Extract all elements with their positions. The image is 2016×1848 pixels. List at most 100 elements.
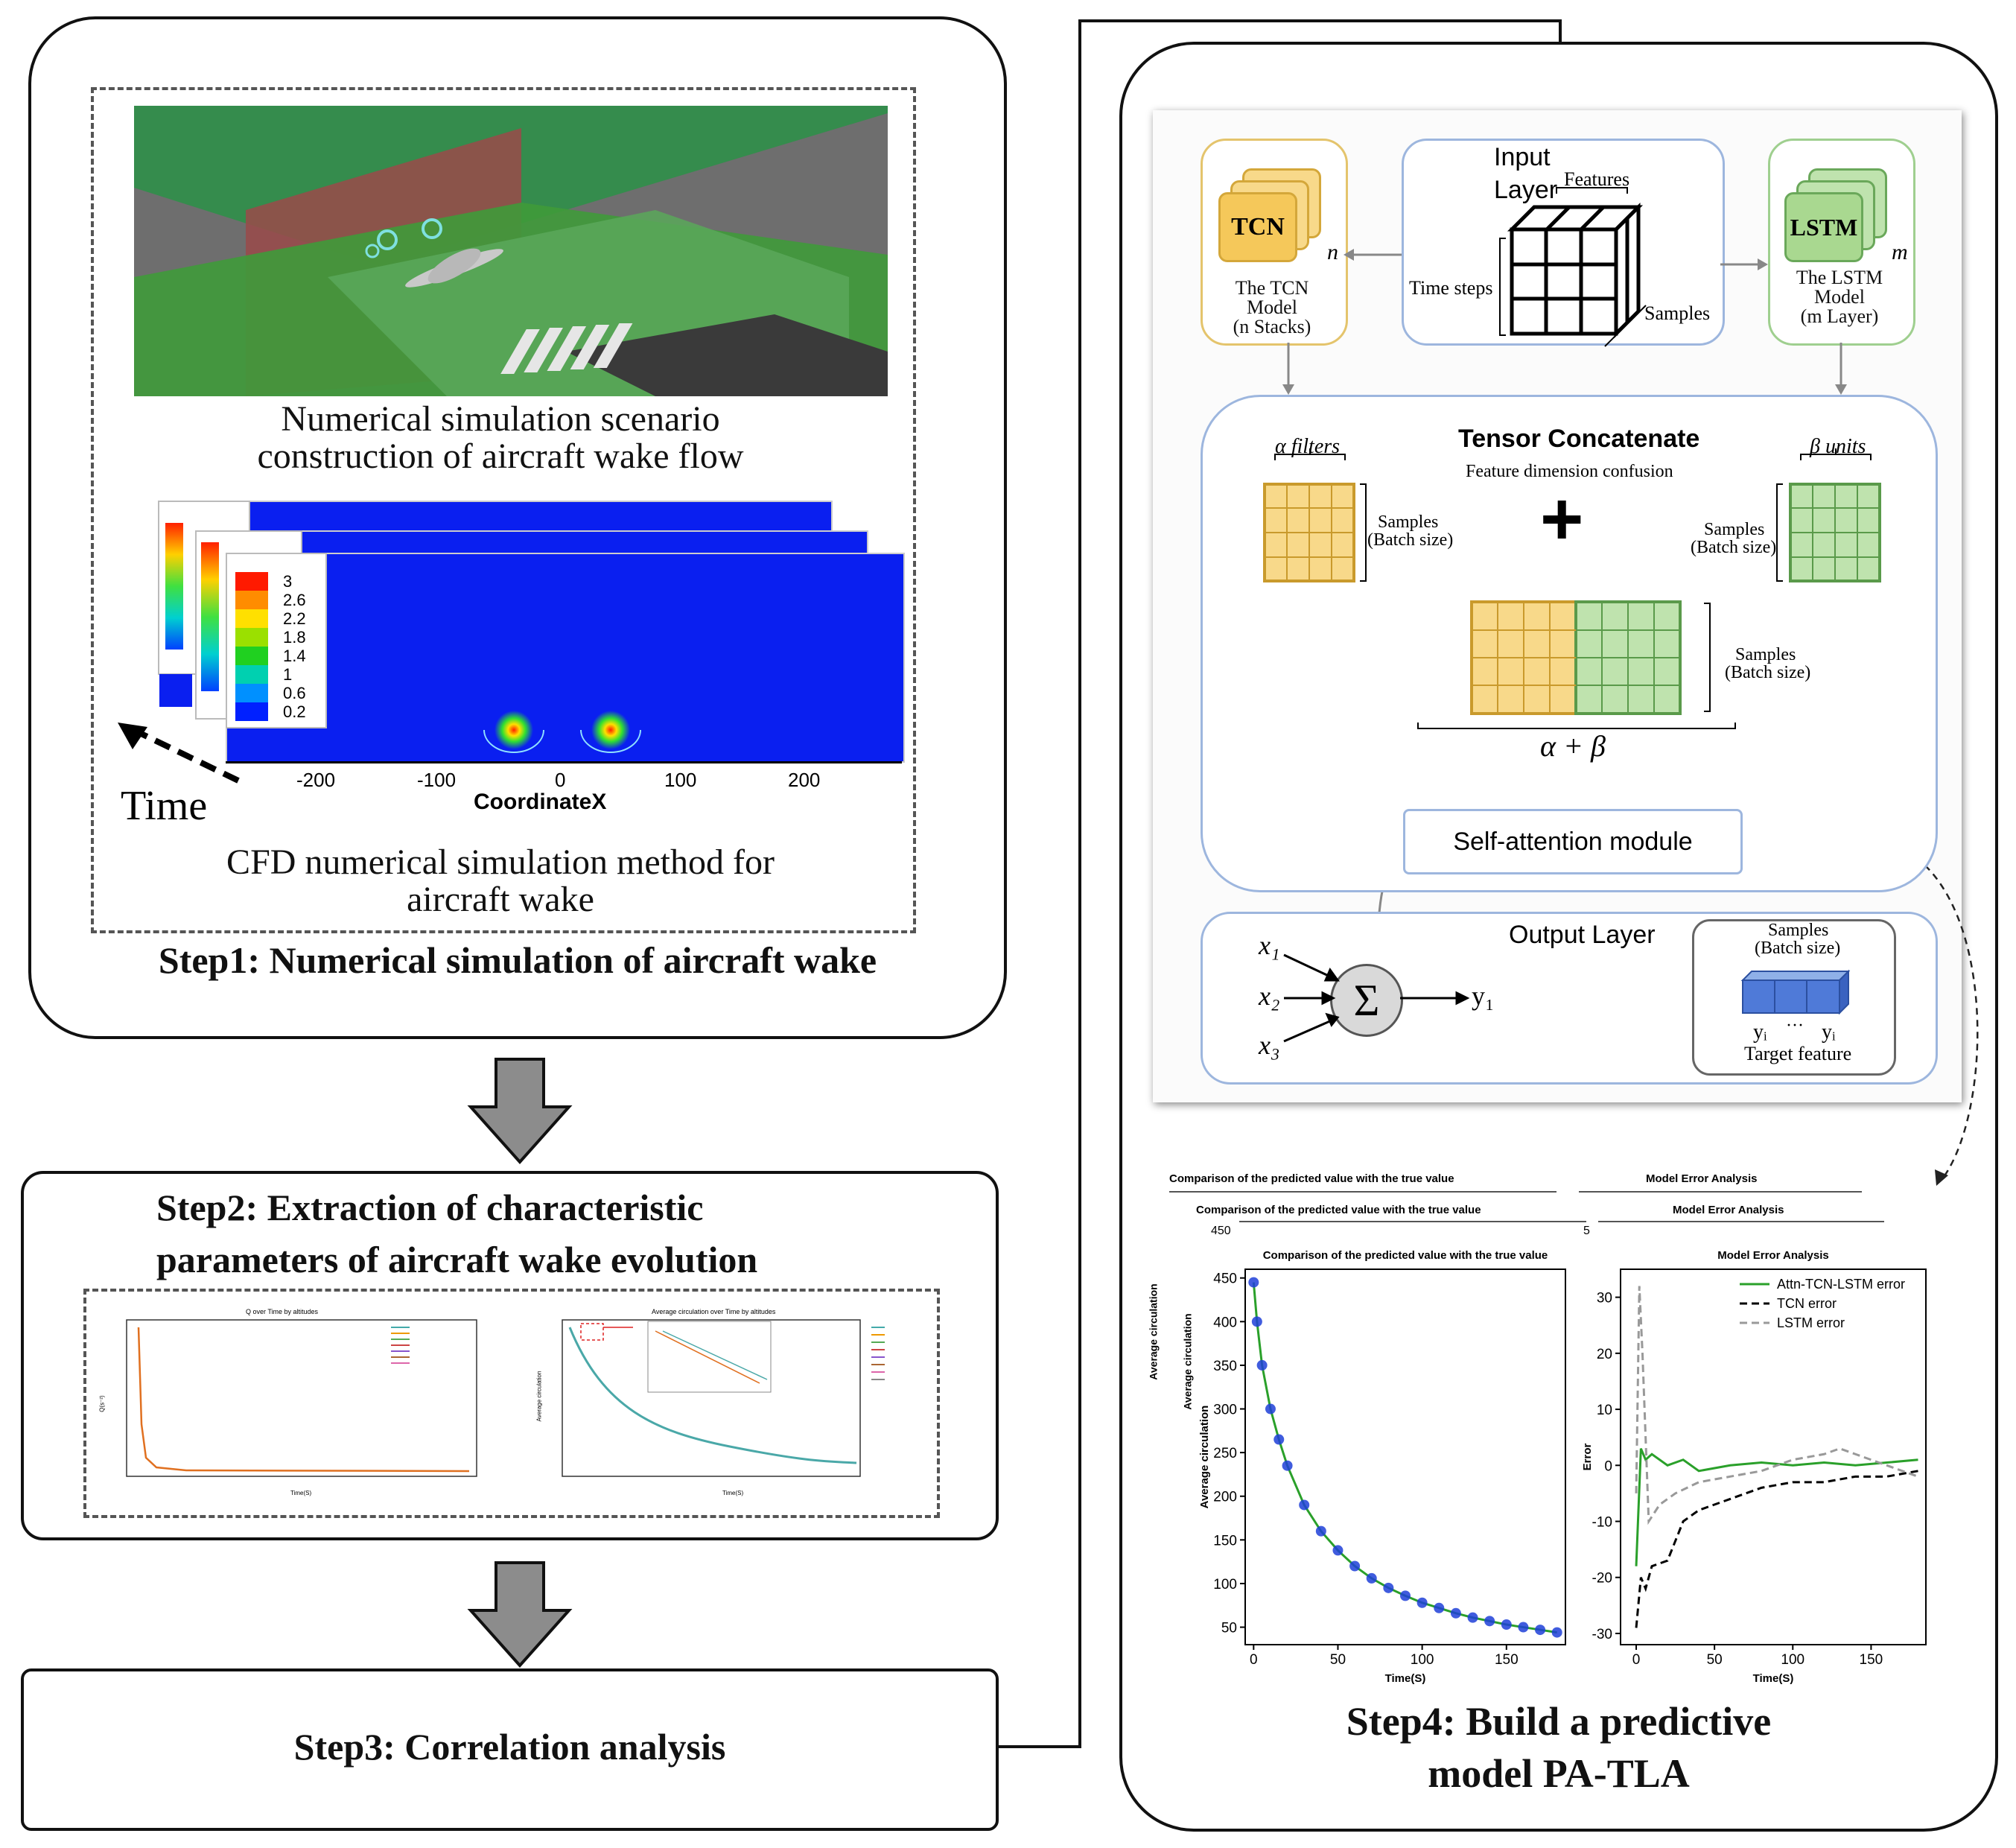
step1-caption-bottom-line1: CFD numerical simulation method for: [226, 842, 775, 882]
input-x3: x₃: [1259, 1030, 1280, 1060]
step1-caption-top-line2: construction of aircraft wake flow: [257, 436, 744, 476]
time-steps-label: Time steps: [1409, 277, 1493, 299]
comparison-chart: Comparison of the predicted value with t…: [1198, 1249, 1566, 1685]
alpha-plus-beta: α + β: [1540, 729, 1606, 763]
time-arrow-icon: [118, 723, 240, 784]
cfd-colorbar-middle-gradient: [201, 542, 219, 691]
alpha-samples-l2: (Batch size): [1367, 530, 1454, 550]
x-axis-label: Time(S): [1385, 1672, 1426, 1685]
lstm-block: LSTM: [1784, 192, 1863, 262]
sum-node: Σ: [1330, 964, 1403, 1037]
tcn-caption-l2: Model: [1247, 296, 1297, 318]
series-line-1: [1635, 1470, 1918, 1628]
target-tensor-icon: [1740, 969, 1851, 1015]
y-tick-label: 50: [1221, 1621, 1237, 1636]
step3-title: Step3: Correlation analysis: [293, 1726, 726, 1768]
series-line-0: [1252, 1282, 1557, 1634]
cfd-colorbar-back-block: [159, 674, 192, 707]
cfd-colorbar-back-gradient: [165, 523, 183, 650]
tcn-block: TCN: [1218, 192, 1297, 262]
q-over-time-chart: [112, 1305, 484, 1491]
x-tick-label: 150: [1860, 1652, 1883, 1668]
feature-confusion-label: Feature dimension confusion: [1466, 462, 1673, 481]
colorbar-value: 0.6: [283, 684, 306, 702]
data-point: [1248, 1277, 1259, 1288]
samples-label: Samples: [1644, 302, 1711, 324]
y-tick-label: 150: [1213, 1533, 1237, 1549]
y-tick-label: -30: [1592, 1627, 1612, 1642]
data-point: [1332, 1545, 1344, 1556]
data-point: [1366, 1572, 1377, 1584]
data-point: [1434, 1602, 1445, 1613]
beta-samples-l1: Samples: [1704, 520, 1765, 539]
step1-dashed-frame: [91, 87, 916, 933]
step4-title-line2: model PA-TLA: [1428, 1751, 1690, 1796]
cfd-x-axis-label: CoordinateX: [474, 790, 607, 814]
avg-circulation-chart: [544, 1305, 916, 1491]
ghost-cmp-title-2: Comparison of the predicted value with t…: [1196, 1204, 1481, 1216]
input-brackets: [1499, 187, 1647, 347]
ghost-5: 5: [1583, 1225, 1590, 1237]
output-layer-label: Output Layer: [1509, 921, 1656, 949]
tcn-caption-l1: The TCN: [1235, 277, 1309, 299]
tcn-caption-l3: (n Stacks): [1233, 316, 1311, 337]
data-point: [1273, 1434, 1285, 1445]
step2-dashed-frame: [83, 1289, 940, 1518]
legend-label: Attn-TCN-LSTM error: [1777, 1277, 1905, 1292]
x-tick-label: 0: [1632, 1652, 1641, 1668]
lstm-caption-l3: (m Layer): [1800, 305, 1879, 327]
target-samples-l1: Samples: [1768, 921, 1829, 940]
step1-caption-top-line1: Numerical simulation scenario: [281, 399, 720, 439]
cfd-x-tick: 0: [555, 769, 566, 791]
y-tick-label: 300: [1213, 1403, 1237, 1418]
data-point: [1416, 1597, 1428, 1608]
colorbar-value: 1: [283, 665, 293, 684]
data-point: [1535, 1625, 1546, 1636]
ghost-err-title-1: Model Error Analysis: [1646, 1172, 1758, 1185]
ghost-ylabel-1: Average circulation: [1147, 1283, 1160, 1380]
ghost-cmp-title-1: Comparison of the predicted value with t…: [1169, 1172, 1454, 1185]
q-chart-title: Q over Time by altitudes: [246, 1308, 319, 1315]
cfd-vortices: [483, 711, 641, 753]
cfd-x-tick: -100: [417, 769, 457, 791]
ghost-450: 450: [1211, 1225, 1231, 1237]
tcn-n: n: [1327, 240, 1338, 264]
lstm-caption-l1: The LSTM: [1796, 267, 1883, 288]
data-point: [1256, 1359, 1268, 1371]
y-tick-label: 0: [1604, 1458, 1612, 1474]
scene-illustration: [134, 106, 888, 396]
target-yi-right: yᵢ: [1822, 1020, 1836, 1044]
lstm-caption-l2: Model: [1814, 286, 1865, 308]
lstm-m: m: [1892, 240, 1908, 264]
legend-label: LSTM error: [1777, 1315, 1845, 1330]
input-layer-label-l2: Layer: [1494, 176, 1558, 204]
data-point: [1315, 1525, 1326, 1537]
cfd-slice-front: [226, 553, 905, 763]
colorbar-value: 1.4: [283, 647, 306, 665]
colorbar-value: 3: [283, 572, 293, 591]
alpha-matrix: [1263, 483, 1355, 582]
step1-title: Step1: Numerical simulation of aircraft …: [158, 939, 877, 981]
data-point: [1467, 1612, 1478, 1623]
input-layer-label-l1: Input: [1494, 143, 1551, 171]
y-axis-label: Average circulation: [1198, 1406, 1211, 1509]
cfd-colorbar-swatches: [235, 572, 268, 721]
step1-caption-bottom-line2: aircraft wake: [407, 880, 594, 919]
data-point: [1518, 1622, 1529, 1633]
input-x2: x₂: [1259, 981, 1280, 1011]
x-axis-label: Time(S): [1753, 1672, 1794, 1685]
y-tick-label: 200: [1213, 1490, 1237, 1505]
concat-samples-l1: Samples: [1735, 645, 1796, 664]
self-attention-module: Self-attention module: [1403, 809, 1743, 874]
y-tick-label: -20: [1592, 1571, 1612, 1587]
concatenated-matrix: [1470, 600, 1682, 715]
ghost-err-title-2: Model Error Analysis: [1673, 1204, 1784, 1216]
target-feature-label: Target feature: [1744, 1043, 1852, 1064]
time-label: Time: [121, 783, 208, 829]
output-y1: y₁: [1472, 981, 1495, 1011]
circ-chart-xlabel: Time(S): [722, 1490, 744, 1496]
series-line-2: [1635, 1286, 1918, 1525]
